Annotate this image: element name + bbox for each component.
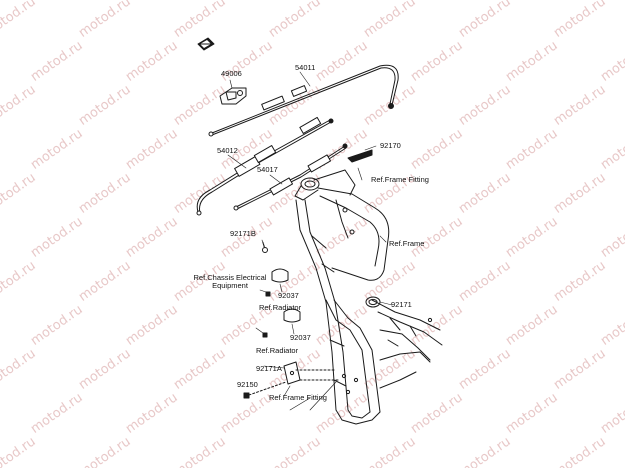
leader-lines [255,167,393,411]
grommet-92171b [262,241,268,253]
frame [294,169,443,425]
ref-label-frame-fitting-top: Ref.Frame Fitting [371,175,429,184]
part-label-92150: 92150 [237,380,258,389]
part-label-92171: 92171 [391,300,412,309]
ref-label-chassis-electrical: Ref.Chassis Electrical [193,273,267,282]
ref-label-chassis-equipment: Equipment [212,281,248,290]
part-label-92171a: 92171A [256,364,282,373]
ref-label-frame: Ref.Frame [389,239,425,248]
part-label-54017: 54017 [257,165,278,174]
bolt-upper [265,291,271,297]
bolt-lower [262,332,268,338]
part-label-92171b: 92171B [230,229,256,238]
part-label-54012: 54012 [217,146,238,155]
grommet-92171 [365,296,381,308]
clamp-92037-upper [271,268,289,293]
part-label-92037-lower: 92037 [290,333,311,342]
clamp-92037-lower [283,308,301,335]
ref-label-radiator-upper: Ref.Radiator [259,303,302,312]
screw-92150 [243,381,287,399]
ref-label-frame-fitting-bottom: Ref.Frame Fitting [269,393,327,402]
part-label-54011: 54011 [295,63,316,72]
part-label-92037-upper: 92037 [278,291,299,300]
cable-54017 [233,143,348,211]
part-label-49006: 49006 [221,69,242,78]
clamp-49006 [219,79,247,105]
cable-54012 [196,116,334,216]
ref-label-radiator-lower: Ref.Radiator [256,346,299,355]
bracket-92170 [347,145,377,163]
bracket-92171a [283,361,341,385]
part-label-92170: 92170 [380,141,401,150]
cable-54011 [208,64,399,137]
arrow-icon [197,37,215,51]
